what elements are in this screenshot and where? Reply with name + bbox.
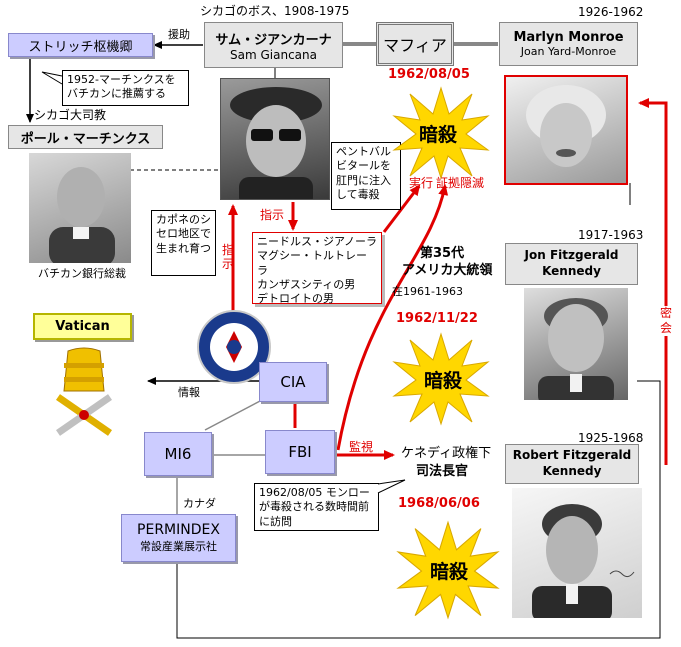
mi6-box[interactable]: MI6 xyxy=(144,432,212,476)
mi6-label: MI6 xyxy=(164,445,192,463)
vatican-label: Vatican xyxy=(55,319,110,334)
killer-line: デトロイトの男 xyxy=(257,292,334,306)
assassination-label-3: 暗殺 xyxy=(430,561,469,583)
mafia-label: マフィア xyxy=(383,36,447,55)
assassination-date-3: 1968/06/06 xyxy=(398,496,480,511)
jfk-title-2: アメリカ大統領 xyxy=(402,263,493,278)
secret-meeting-label: 密会 xyxy=(658,306,674,336)
rfk-years: 1925-1968 xyxy=(578,431,644,445)
stritch-box[interactable]: ストリッチ枢機卿 xyxy=(8,33,153,57)
vatican-box[interactable]: Vatican xyxy=(33,313,132,340)
cia-box[interactable]: CIA xyxy=(259,362,327,402)
cia-mi6-line xyxy=(204,399,263,431)
killer-line: カンザスシティの男 xyxy=(257,277,356,291)
chicago-bishop-label: シカゴ大司教 xyxy=(34,108,107,122)
killers-box[interactable]: ニードルス・ジアノーラ マグシー・トルトレーラ カンザスシティの男 デトロイトの… xyxy=(252,232,382,306)
note-pentobarbital: ペントバルビタールを肛門に注入して毒殺 xyxy=(331,142,401,210)
rfk-title-1: ケネディ政権下 xyxy=(401,446,492,461)
rfk-box[interactable]: Robert Fitzgerald Kennedy xyxy=(505,444,639,484)
giancana-photo xyxy=(220,78,330,200)
vatican-emblem-icon xyxy=(56,347,112,436)
permindex-name: PERMINDEX xyxy=(137,522,220,538)
marcinkus-caption: バチカン銀行総裁 xyxy=(38,267,126,280)
watch-label: 監視 xyxy=(349,440,374,454)
help-label: 援助 xyxy=(168,28,190,41)
monroe-name: Marlyn Monroe xyxy=(513,30,624,45)
permindex-loop-line xyxy=(176,380,661,639)
monroe-photo xyxy=(504,75,628,185)
note-1962-pointer xyxy=(377,479,406,494)
assassination-date-2: 1962/11/22 xyxy=(396,311,478,326)
killer-line: マグシー・トルトレーラ xyxy=(257,249,367,277)
assassination-burst-1 xyxy=(392,86,490,180)
stritch-label: ストリッチ枢機卿 xyxy=(28,39,133,55)
assassination-date-1: 1962/08/05 xyxy=(388,67,470,82)
rfk-title-2: 司法長官 xyxy=(416,464,469,479)
marcinkus-photo xyxy=(29,153,131,263)
permindex-sub: 常設産業展示社 xyxy=(140,540,217,553)
marcinkus-box[interactable]: ポール・マーチンクス xyxy=(8,125,163,149)
execution-arrow xyxy=(382,184,421,233)
fbi-label: FBI xyxy=(288,443,312,461)
giancana-box[interactable]: サム・ジアンカーナ Sam Giancana xyxy=(204,22,343,68)
secret-meeting-arrow xyxy=(638,98,668,465)
jfk-box[interactable]: Jon Fitzgerald Kennedy xyxy=(505,243,638,285)
giancana-name-en: Sam Giancana xyxy=(230,47,317,62)
monroe-sub: Joan Yard-Monroe xyxy=(520,45,617,58)
jfk-title-1: 第35代 xyxy=(420,246,465,261)
jfk-name: Jon Fitzgerald Kennedy xyxy=(524,248,619,278)
evidence-label: 証拠隠滅 xyxy=(436,176,485,190)
note-1952: 1952-マーチンクスをバチカンに推薦する xyxy=(62,70,189,106)
instruction-label-1: 指示 xyxy=(260,208,285,222)
giancana-caption: シカゴのボス、1908-1975 xyxy=(200,4,350,18)
note-capone: カポネのシセロ地区で生まれ育つ xyxy=(151,210,216,276)
marcinkus-label: ポール・マーチンクス xyxy=(20,131,151,147)
jfk-term: 在1961-1963 xyxy=(392,285,463,298)
note-1962: 1962/08/05 モンローが毒殺される数時間前に訪問 xyxy=(254,483,379,531)
monroe-years: 1926-1962 xyxy=(578,5,644,19)
info-label: 情報 xyxy=(178,386,200,399)
killer-line: ニードルス・ジアノーラ xyxy=(257,235,378,248)
assassination-burst-3 xyxy=(396,520,500,620)
canada-label: カナダ xyxy=(183,497,216,510)
assassination-label-1: 暗殺 xyxy=(419,124,458,146)
assassination-label-2: 暗殺 xyxy=(424,370,463,392)
assassination-burst-2 xyxy=(392,332,490,426)
instruction-label-2: 指示 xyxy=(222,243,235,272)
note-1952-pointer xyxy=(41,71,63,85)
cia-label: CIA xyxy=(280,373,306,391)
monroe-box[interactable]: Marlyn Monroe Joan Yard-Monroe xyxy=(499,22,638,66)
jfk-years: 1917-1963 xyxy=(578,228,644,242)
evidence-destruction-arrow xyxy=(336,184,449,451)
rfk-photo xyxy=(512,488,642,618)
giancana-name-jp: サム・ジアンカーナ xyxy=(215,32,332,48)
mafia-box[interactable]: マフィア xyxy=(376,22,454,66)
execution-label: 実行 xyxy=(409,176,434,190)
rfk-name: Robert Fitzgerald Kennedy xyxy=(512,448,632,478)
permindex-box[interactable]: PERMINDEX 常設産業展示社 xyxy=(121,514,236,562)
fbi-box[interactable]: FBI xyxy=(265,430,335,474)
jfk-photo xyxy=(524,288,628,400)
cia-seal-icon xyxy=(197,310,271,384)
